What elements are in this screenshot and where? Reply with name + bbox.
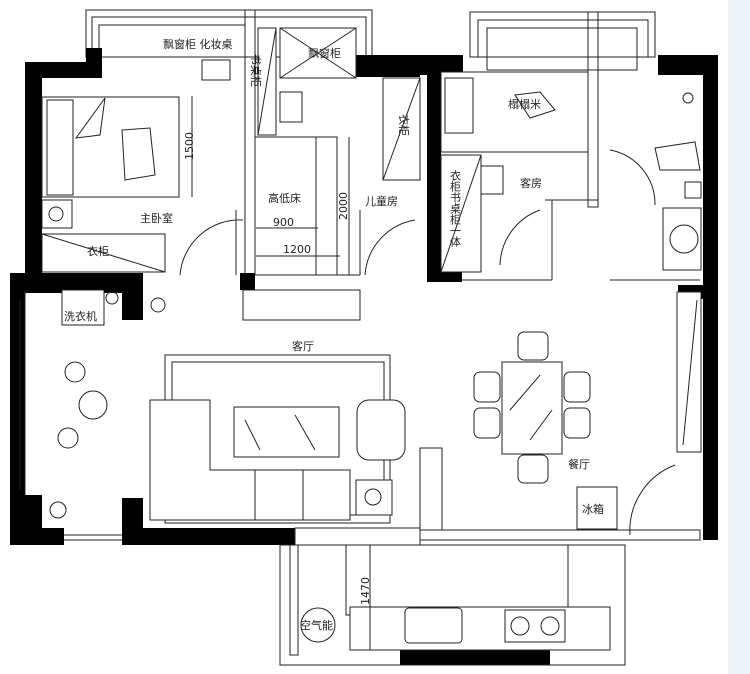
vanity-label: 飘窗柜 化妆桌 bbox=[163, 37, 233, 51]
tatami bbox=[440, 71, 589, 153]
sofa bbox=[149, 399, 351, 521]
kitchen: 空气能 1470 bbox=[279, 544, 626, 666]
fridge-label: 冰箱 bbox=[582, 502, 604, 516]
water-heater-label: 空气能 bbox=[300, 618, 333, 632]
round-table bbox=[78, 390, 108, 420]
chair-icon bbox=[57, 427, 79, 449]
walls bbox=[10, 48, 718, 665]
room-label-living-room: 客厅 bbox=[292, 339, 314, 353]
living-room: 客厅 bbox=[149, 289, 443, 531]
chair-icon bbox=[517, 454, 549, 484]
dim-kitchen-depth: 1470 bbox=[359, 577, 372, 605]
lamp-icon bbox=[41, 199, 73, 229]
dining-room: 冰箱 餐厅 bbox=[473, 291, 702, 530]
chair-icon bbox=[64, 361, 86, 383]
upper-cabinet bbox=[345, 544, 569, 616]
shoe-cabinet bbox=[419, 447, 443, 531]
interior-partitions bbox=[19, 149, 701, 546]
desk-cabinet-label: 书桌柜 bbox=[249, 54, 262, 87]
fridge bbox=[576, 486, 618, 530]
armchair bbox=[356, 399, 406, 461]
bunk-bed bbox=[254, 136, 338, 276]
dim-bunk-lower: 1200 bbox=[283, 243, 311, 256]
toilet-icon bbox=[654, 141, 701, 171]
basin-icon bbox=[669, 224, 699, 254]
chair-icon bbox=[480, 165, 504, 195]
dim-bunk-length: 2000 bbox=[337, 192, 350, 220]
bay-cabinet-label: 飘窗柜 bbox=[308, 46, 341, 60]
bathroom bbox=[654, 92, 702, 271]
room-label-children-room: 儿童房 bbox=[365, 194, 398, 208]
sideboard bbox=[676, 291, 702, 453]
pillows bbox=[46, 99, 74, 196]
plant-icon bbox=[150, 297, 166, 313]
bunk-bed-label: 高低床 bbox=[268, 191, 301, 205]
dining-table bbox=[501, 361, 563, 455]
counter bbox=[349, 606, 611, 651]
sink-icon bbox=[404, 607, 463, 644]
room-label-dining-room: 餐厅 bbox=[568, 457, 590, 471]
sink-cabinet bbox=[662, 207, 702, 271]
wardrobe-label: 衣柜 bbox=[87, 244, 109, 258]
cushion-icon bbox=[121, 127, 156, 181]
cushion-icon bbox=[514, 91, 556, 119]
plant-icon bbox=[49, 501, 67, 519]
chair-icon bbox=[473, 407, 501, 439]
double-bed bbox=[41, 96, 180, 198]
chair-icon bbox=[473, 371, 501, 403]
room-label-guest-room: 客房 bbox=[520, 176, 542, 190]
master-bedroom: 衣柜 飘窗柜 化妆桌 主卧室 1500 bbox=[41, 37, 233, 273]
floor-drain-icon bbox=[684, 181, 702, 199]
lamp-icon bbox=[364, 488, 382, 506]
plant-icon bbox=[682, 92, 694, 104]
guest-room: 榻榻米 客房 衣柜书桌柜一体 bbox=[440, 71, 589, 273]
stove-icon bbox=[504, 609, 566, 643]
room-label-master-bedroom: 主卧室 bbox=[140, 211, 173, 225]
chair-icon bbox=[279, 91, 303, 123]
children-room: 书桌柜 飘窗柜 衣柜 高低床 儿童房 900 1200 2000 bbox=[249, 27, 421, 276]
wardrobe-combo-label: 衣柜书桌柜一体 bbox=[449, 169, 462, 247]
washing-machine-label: 洗衣机 bbox=[64, 309, 97, 323]
tv-cabinet bbox=[242, 289, 361, 321]
side-table bbox=[355, 479, 393, 516]
vanity-chair bbox=[201, 59, 231, 81]
side-strip bbox=[728, 0, 750, 674]
washing-machine bbox=[61, 289, 105, 326]
dim-bunk-upper: 900 bbox=[273, 216, 294, 229]
chair-icon bbox=[563, 371, 591, 403]
water-heater bbox=[300, 607, 336, 643]
balcony: 洗衣机 bbox=[49, 289, 166, 519]
dim-bed-width: 1500 bbox=[183, 132, 196, 160]
chair-icon bbox=[517, 331, 549, 361]
tatami-label: 榻榻米 bbox=[508, 97, 541, 111]
wardrobe-child-label: 衣柜 bbox=[397, 114, 411, 136]
coffee-table bbox=[233, 406, 340, 458]
chair-icon bbox=[563, 407, 591, 439]
